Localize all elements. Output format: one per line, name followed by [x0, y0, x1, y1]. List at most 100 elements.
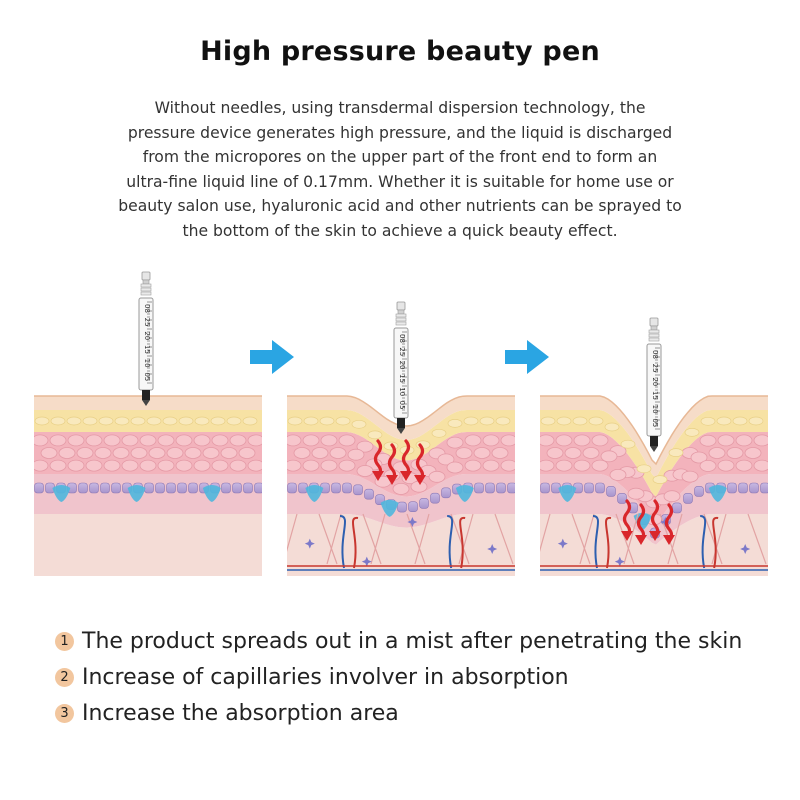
scale-label: 10 [398, 387, 406, 396]
skin-cell [482, 459, 500, 472]
skin-cell [194, 416, 210, 426]
skin-cell [184, 447, 202, 459]
fibroblast-icon [304, 538, 315, 549]
skin-cell [600, 450, 618, 463]
fibroblast-icon [557, 538, 568, 549]
basal-cell [243, 482, 253, 494]
collagen-fiber [623, 513, 639, 565]
fibroblast-icon [407, 517, 418, 527]
collagen-fiber [362, 513, 382, 565]
blood-vessel-icon [446, 515, 454, 569]
spray-arrow-icon [400, 439, 412, 481]
skin-cell [175, 459, 193, 472]
spray-arrow-icon [649, 499, 661, 541]
skin-cell [98, 416, 114, 426]
basal-cell [287, 482, 297, 494]
skin-cell [700, 416, 716, 426]
basal-cell [166, 482, 176, 494]
skin-cell [229, 459, 247, 472]
skin-cell [690, 451, 708, 464]
skin-cell [668, 448, 684, 457]
step-text: Increase the absorption area [82, 700, 399, 726]
basal-cell [584, 482, 594, 494]
melanocyte [455, 485, 474, 502]
skin-cell [121, 459, 139, 472]
skin-cell [287, 416, 303, 426]
step-item: 3 Increase the absorption area [55, 695, 742, 731]
collagen-fiber [414, 513, 430, 565]
basal-cell [342, 482, 352, 494]
basal-cell [364, 488, 374, 500]
skin-cell [319, 416, 335, 426]
skin-cell [717, 434, 735, 447]
skin-cell [247, 459, 262, 472]
skin-cell [479, 416, 495, 426]
skin-cell [464, 434, 482, 447]
skin-cell [220, 447, 238, 459]
skin-cell [495, 416, 511, 426]
description-line: from the micropores on the upper part of… [142, 148, 658, 166]
basal-cell [540, 482, 550, 494]
skin-cell [178, 416, 194, 426]
basal-cell [694, 486, 704, 497]
basal-cell [331, 482, 341, 494]
collagen-fiber [318, 513, 338, 565]
blood-vessel-icon [712, 516, 719, 569]
skin-cell [34, 416, 50, 426]
skin-cell [446, 461, 464, 474]
blood-vessel-icon [604, 516, 612, 569]
description-line: beauty salon use, hyaluronic acid and ot… [118, 197, 682, 215]
skin-cell [50, 416, 66, 426]
scale-label: 25 [143, 318, 151, 327]
skin-cell [148, 447, 166, 459]
skin-cell [242, 416, 258, 426]
skin-cell [85, 459, 103, 472]
basal-cell [408, 501, 418, 513]
scale-label: 08 [143, 304, 151, 313]
skin-cell [753, 459, 768, 472]
skin-cell [636, 464, 652, 474]
basal-cell [606, 486, 616, 497]
skin-cell [620, 439, 636, 449]
melanocyte [305, 485, 324, 502]
skin-cell [428, 470, 446, 483]
skin-cell [491, 447, 509, 459]
stratum-corneum [287, 396, 515, 440]
skin-cell [320, 459, 338, 472]
skin-cell [85, 434, 103, 447]
dermis-layer [34, 514, 262, 576]
skin-cell [112, 447, 130, 459]
basal-cell [485, 482, 495, 494]
skin-panel [287, 395, 515, 576]
skin-cell [139, 434, 157, 447]
skin-cell [193, 434, 211, 447]
scale-label: 15 [398, 374, 406, 383]
skin-cell [302, 459, 320, 472]
skin-cell [663, 490, 681, 503]
skin-cell [157, 434, 175, 447]
skin-cell [540, 434, 555, 447]
skin-cell [130, 447, 148, 459]
basal-cell [111, 482, 121, 494]
basal-cell [232, 482, 242, 494]
basal-cell [727, 482, 737, 494]
skin-cell [446, 436, 464, 449]
basal-cell [155, 482, 165, 494]
basal-layer [34, 474, 262, 514]
skin-cell [103, 434, 121, 447]
description: Without needles, using transdermal dispe… [96, 96, 704, 243]
skin-cell [604, 422, 620, 432]
basal-cell [474, 482, 484, 494]
skin-cell [211, 459, 229, 472]
melanocyte [202, 485, 221, 502]
skin-cell [347, 448, 365, 461]
skin-cell [293, 447, 311, 459]
steps-list: 1 The product spreads out in a mist afte… [55, 623, 742, 731]
skin-cell [34, 434, 49, 447]
skin-cell [238, 447, 256, 459]
scale-label: 15 [143, 345, 151, 354]
skin-cell [464, 459, 482, 472]
